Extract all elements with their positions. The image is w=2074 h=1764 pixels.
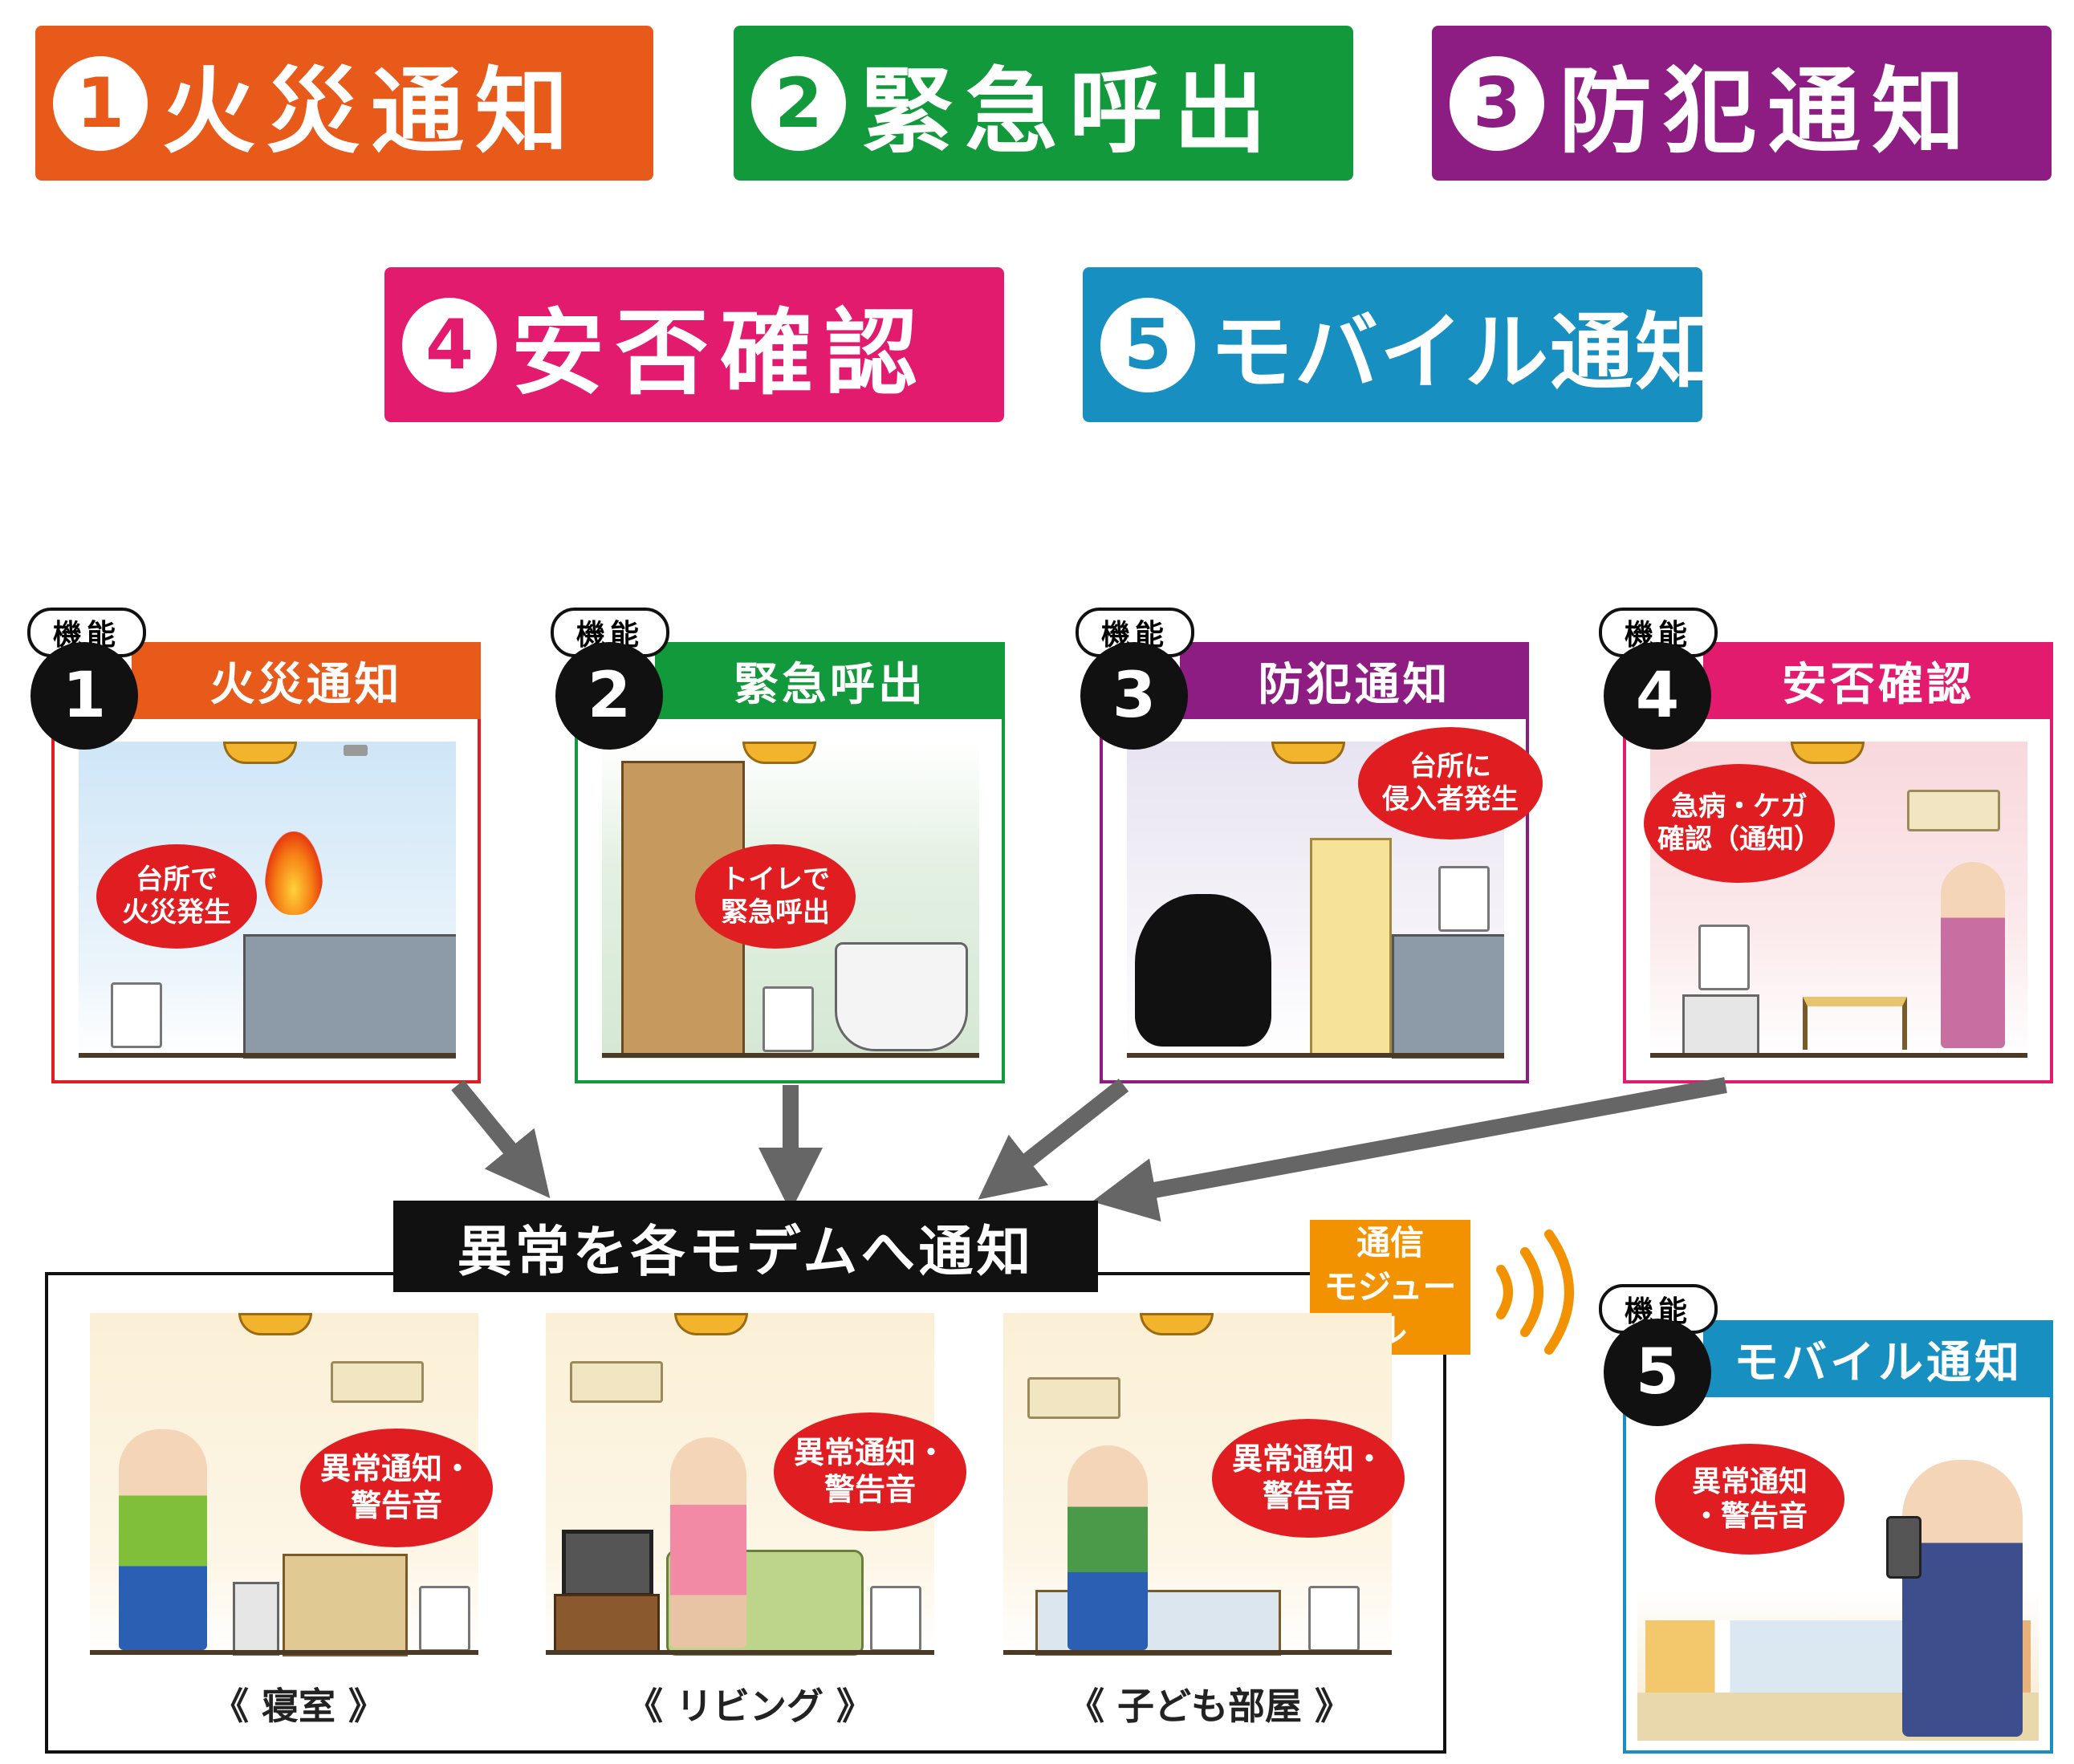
air-conditioner-icon xyxy=(570,1361,663,1403)
badge-crime-prevention: 3 防犯通知 xyxy=(1432,26,2052,181)
badge-label: 安否確認 xyxy=(511,299,929,408)
panel-title: モバイル通知 xyxy=(1703,1320,2053,1397)
modem-icon xyxy=(1438,866,1490,932)
speech-bubble: 異常通知 ・警告音 xyxy=(1655,1444,1844,1555)
floor-line xyxy=(1003,1650,1392,1655)
toilet-icon xyxy=(835,942,968,1051)
panel-safety: 急病・ケガ 確認（通知） xyxy=(1623,642,2053,1083)
man-icon xyxy=(119,1429,207,1650)
badge-number: 3 xyxy=(1450,55,1544,151)
ceiling-lamp-icon xyxy=(674,1313,748,1335)
speech-bubble: 異常通知・ 警告音 xyxy=(1212,1419,1405,1538)
smoke-detector-icon xyxy=(344,745,368,756)
notify-banner: 異常を各モデムへ通知 xyxy=(393,1201,1098,1292)
ceiling-lamp-icon xyxy=(223,742,297,764)
woman-icon xyxy=(670,1437,746,1648)
scene-mobile xyxy=(1637,1404,2039,1741)
function-number: 4 xyxy=(1604,642,1711,750)
modem-icon xyxy=(111,982,162,1048)
boy-icon xyxy=(1068,1445,1148,1650)
speech-bubble: 台所で 火災発生 xyxy=(96,844,257,949)
air-conditioner-icon xyxy=(1907,790,2000,831)
modem-icon xyxy=(1698,925,1750,990)
speech-bubble: 異常通知・ 警告音 xyxy=(300,1429,493,1547)
badge-safety-check: 4 安否確認 xyxy=(384,267,1004,422)
panel-title: 緊急呼出 xyxy=(655,642,1005,719)
arrow-crime xyxy=(978,1079,1129,1200)
modem-icon xyxy=(1308,1586,1360,1652)
speech-bubble: トイレで 緊急呼出 xyxy=(695,844,856,949)
modem-icon xyxy=(419,1586,470,1652)
floor-line xyxy=(90,1650,478,1655)
smartphone-icon xyxy=(1886,1516,1922,1579)
function-number: 3 xyxy=(1080,642,1188,750)
elderly-woman-icon xyxy=(1941,862,2005,1048)
room-label-living: 《 リビング 》 xyxy=(626,1685,874,1728)
badge-emergency-call: 2 緊急呼出 xyxy=(734,26,1353,181)
badge-label: モバイル通知 xyxy=(1210,303,1721,401)
tv-stand-icon xyxy=(554,1594,660,1655)
burglar-icon xyxy=(1135,894,1271,1047)
modem-icon xyxy=(762,986,814,1052)
modem-icon xyxy=(870,1586,921,1652)
bed-icon xyxy=(283,1554,408,1656)
badge-number: 2 xyxy=(751,55,846,151)
floor-line xyxy=(1650,1053,2027,1058)
badge-label: 緊急呼出 xyxy=(860,57,1278,166)
ceiling-lamp-icon xyxy=(1140,1313,1214,1335)
floor-line xyxy=(602,1053,979,1058)
speech-bubble: 台所に 侵入者発生 xyxy=(1358,727,1543,839)
arrow-fire xyxy=(451,1079,551,1198)
arrow-safety xyxy=(1092,1077,1727,1222)
badge-mobile-notification: 5 モバイル通知 xyxy=(1083,267,1718,422)
function-tag: 機能 xyxy=(27,608,146,657)
air-conditioner-icon xyxy=(331,1361,424,1403)
refrigerator-icon xyxy=(1310,838,1392,1058)
speech-bubble: 異常通知・ 警告音 xyxy=(774,1412,966,1531)
function-number: 2 xyxy=(555,642,663,750)
floor-line xyxy=(1127,1053,1504,1058)
function-number: 5 xyxy=(1604,1319,1711,1426)
bench-icon xyxy=(1803,997,1907,1050)
badge-number: 1 xyxy=(53,55,148,151)
fire-icon xyxy=(265,831,323,915)
panel-title: 安否確認 xyxy=(1703,642,2053,719)
ceiling-lamp-icon xyxy=(742,742,816,764)
kitchen-counter-icon xyxy=(243,934,456,1059)
scene-living xyxy=(546,1313,934,1658)
businessman-icon xyxy=(1902,1460,2023,1737)
badge-label: 防犯通知 xyxy=(1559,57,1976,166)
badge-number: 4 xyxy=(402,297,497,392)
badge-label: 火災通知 xyxy=(162,57,580,166)
ceiling-lamp-icon xyxy=(238,1313,312,1335)
kitchen-counter-icon xyxy=(1392,934,1504,1059)
panel-title: 防犯通知 xyxy=(1180,642,1529,719)
floor-line xyxy=(546,1650,934,1655)
room-label-bedroom: 《 寝室 》 xyxy=(212,1685,386,1728)
television-icon xyxy=(562,1530,653,1597)
room-label-childroom: 《 子ども部屋 》 xyxy=(1068,1685,1352,1728)
wireless-signal-icon xyxy=(1496,1230,1574,1355)
air-conditioner-icon xyxy=(1027,1377,1120,1419)
badge-fire-notification: 1 火災通知 xyxy=(35,26,653,181)
speech-bubble: 急病・ケガ 確認（通知） xyxy=(1644,764,1835,883)
scene-childroom xyxy=(1003,1313,1392,1658)
badge-number: 5 xyxy=(1100,297,1195,392)
nightstand-icon xyxy=(233,1582,279,1656)
panel-title: 火災通知 xyxy=(132,642,481,719)
function-number: 1 xyxy=(31,642,138,750)
floor-line xyxy=(79,1053,456,1058)
